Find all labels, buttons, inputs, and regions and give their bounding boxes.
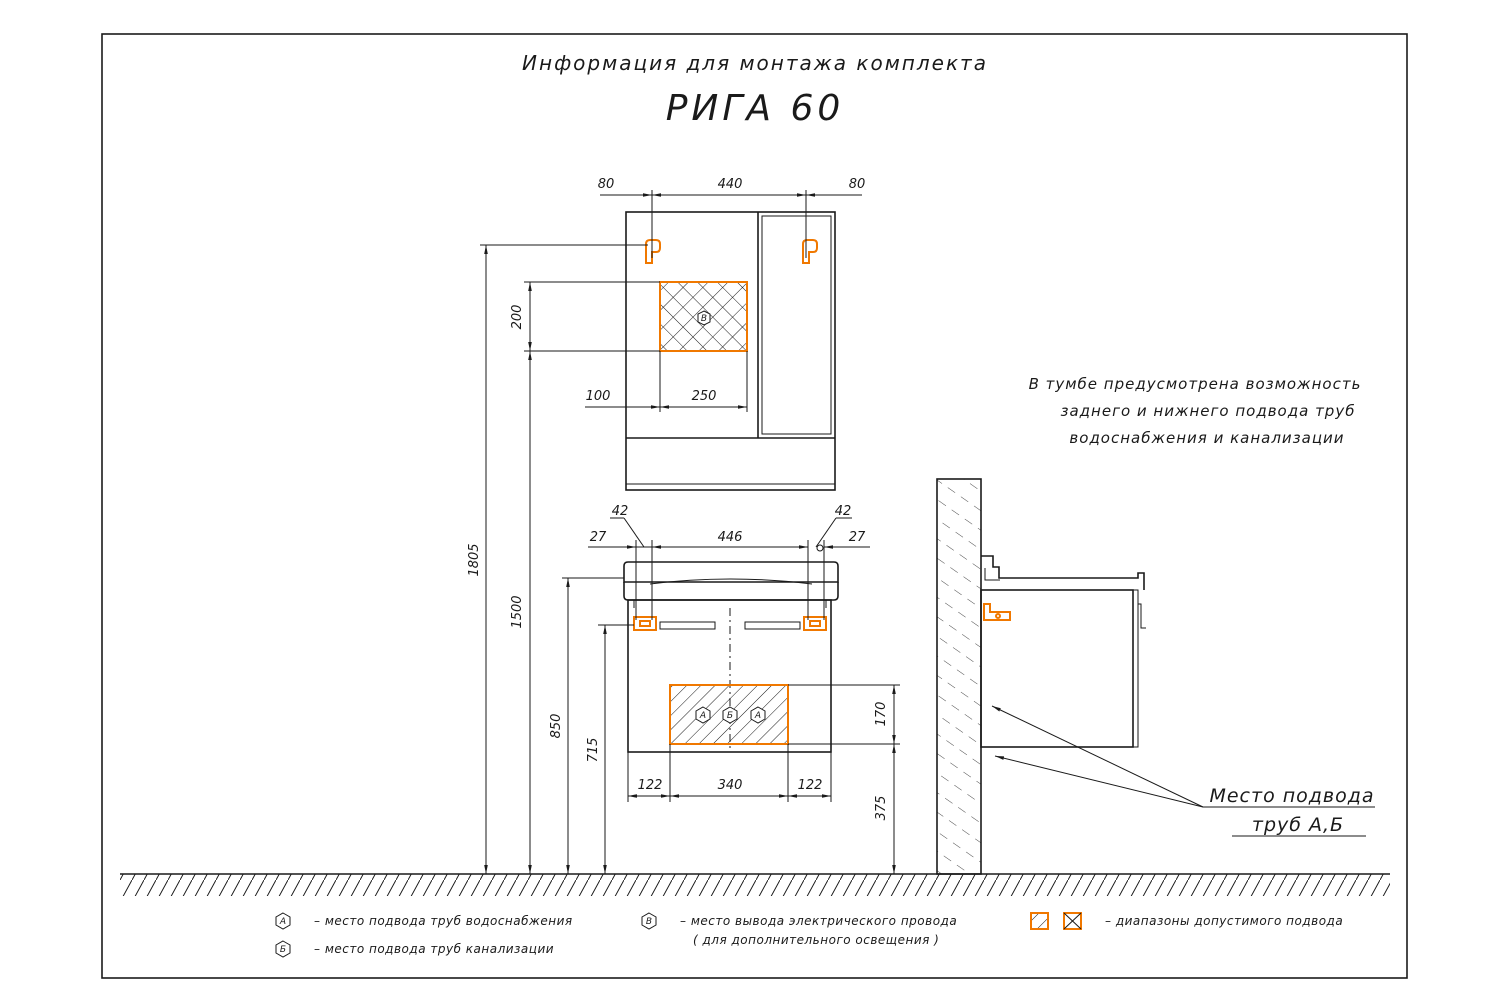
dim-label: 375	[874, 796, 889, 821]
dim-label: 42	[835, 504, 852, 519]
svg-text:А: А	[699, 711, 706, 721]
svg-text:В: В	[646, 917, 652, 927]
note-line-3: водоснабжения и канализации	[1069, 429, 1344, 447]
legend-crosshatch-swatch	[1063, 912, 1082, 930]
dim-label: 446	[718, 530, 743, 545]
dim-label: 170	[874, 702, 889, 727]
vanity-bracket-left-icon	[633, 616, 657, 631]
dim-label: 27	[590, 530, 607, 545]
model-name: РИГА 60	[666, 88, 845, 129]
dim-label: 100	[586, 389, 611, 404]
mirror-hook-right-icon	[802, 239, 818, 264]
dim-label: 122	[638, 778, 663, 793]
svg-text:Б: Б	[727, 711, 733, 721]
dim-label: 715	[586, 738, 601, 763]
marker-b-drain: Б	[722, 706, 738, 724]
svg-text:В: В	[701, 314, 707, 324]
dim-label: 340	[718, 778, 743, 793]
mirror-cabinet	[625, 211, 836, 491]
legend-b-text: – место подвода труб канализации	[314, 942, 554, 956]
marker-a-left: А	[695, 706, 711, 724]
legend-range-text: – диапазоны допустимого подвода	[1105, 914, 1343, 928]
legend-v-text: – место вывода электрического провода	[680, 914, 957, 928]
dim-vanity-top: 42 42 27 446 27	[588, 504, 870, 620]
svg-text:А: А	[754, 711, 761, 721]
legend-a-text: – место подвода труб водоснабжения	[314, 914, 573, 928]
vanity-bracket-right-icon	[803, 616, 827, 631]
dim-label: 1805	[467, 543, 482, 576]
dim-label: 80	[849, 177, 866, 192]
dim-vanity-vertical: 850 715	[549, 577, 634, 874]
note-line-2: заднего и нижнего подвода труб	[1061, 402, 1356, 420]
drawing-frame	[101, 33, 1408, 979]
marker-v-electric: В	[697, 310, 711, 326]
dim-height-1805: 1805	[467, 244, 648, 874]
vanity-side-view	[980, 555, 1146, 748]
legend-hatch-swatch	[1030, 912, 1049, 930]
dim-label: 42	[612, 504, 629, 519]
dim-label: 1500	[510, 595, 525, 628]
dim-electric-vertical: 200 1500	[510, 281, 660, 874]
marker-a-right: А	[750, 706, 766, 724]
callout-line-1: Место подвода	[1209, 785, 1374, 807]
dim-electric-horizontal: 100 250	[585, 351, 748, 412]
dim-label: 27	[849, 530, 866, 545]
floor	[120, 873, 1390, 896]
mirror-hook-left-icon	[645, 239, 661, 264]
svg-text:А: А	[279, 917, 286, 927]
dim-pipe-vertical: 170 375	[788, 684, 900, 874]
legend-marker-a: А	[275, 912, 291, 930]
legend-marker-b: Б	[275, 940, 291, 958]
dim-pipe-horizontal: 122 340 122	[627, 744, 832, 802]
side-bracket-icon	[983, 603, 1011, 621]
dim-mirror-top: 80 440 80	[598, 177, 866, 258]
drawing-title: Информация для монтажа комплекта	[522, 51, 988, 75]
callout-leaders	[991, 705, 1375, 837]
legend: А – место подвода труб водоснабжения Б –…	[275, 912, 1343, 958]
dim-label: 80	[598, 177, 615, 192]
dim-label: 200	[510, 305, 525, 330]
wall-section	[936, 478, 982, 875]
legend-marker-v: В	[641, 912, 657, 930]
note-line-1: В тумбе предусмотрена возможность	[1029, 375, 1362, 393]
vanity-cabinet	[623, 561, 839, 753]
dim-label: 440	[718, 177, 743, 192]
dim-label: 850	[549, 714, 564, 739]
callout-line-2: труб А,Б	[1252, 814, 1344, 836]
legend-v-subtext: ( для дополнительного освещения )	[693, 933, 939, 947]
dim-label: 122	[798, 778, 823, 793]
dim-label: 250	[692, 389, 717, 404]
svg-text:Б: Б	[280, 945, 286, 955]
